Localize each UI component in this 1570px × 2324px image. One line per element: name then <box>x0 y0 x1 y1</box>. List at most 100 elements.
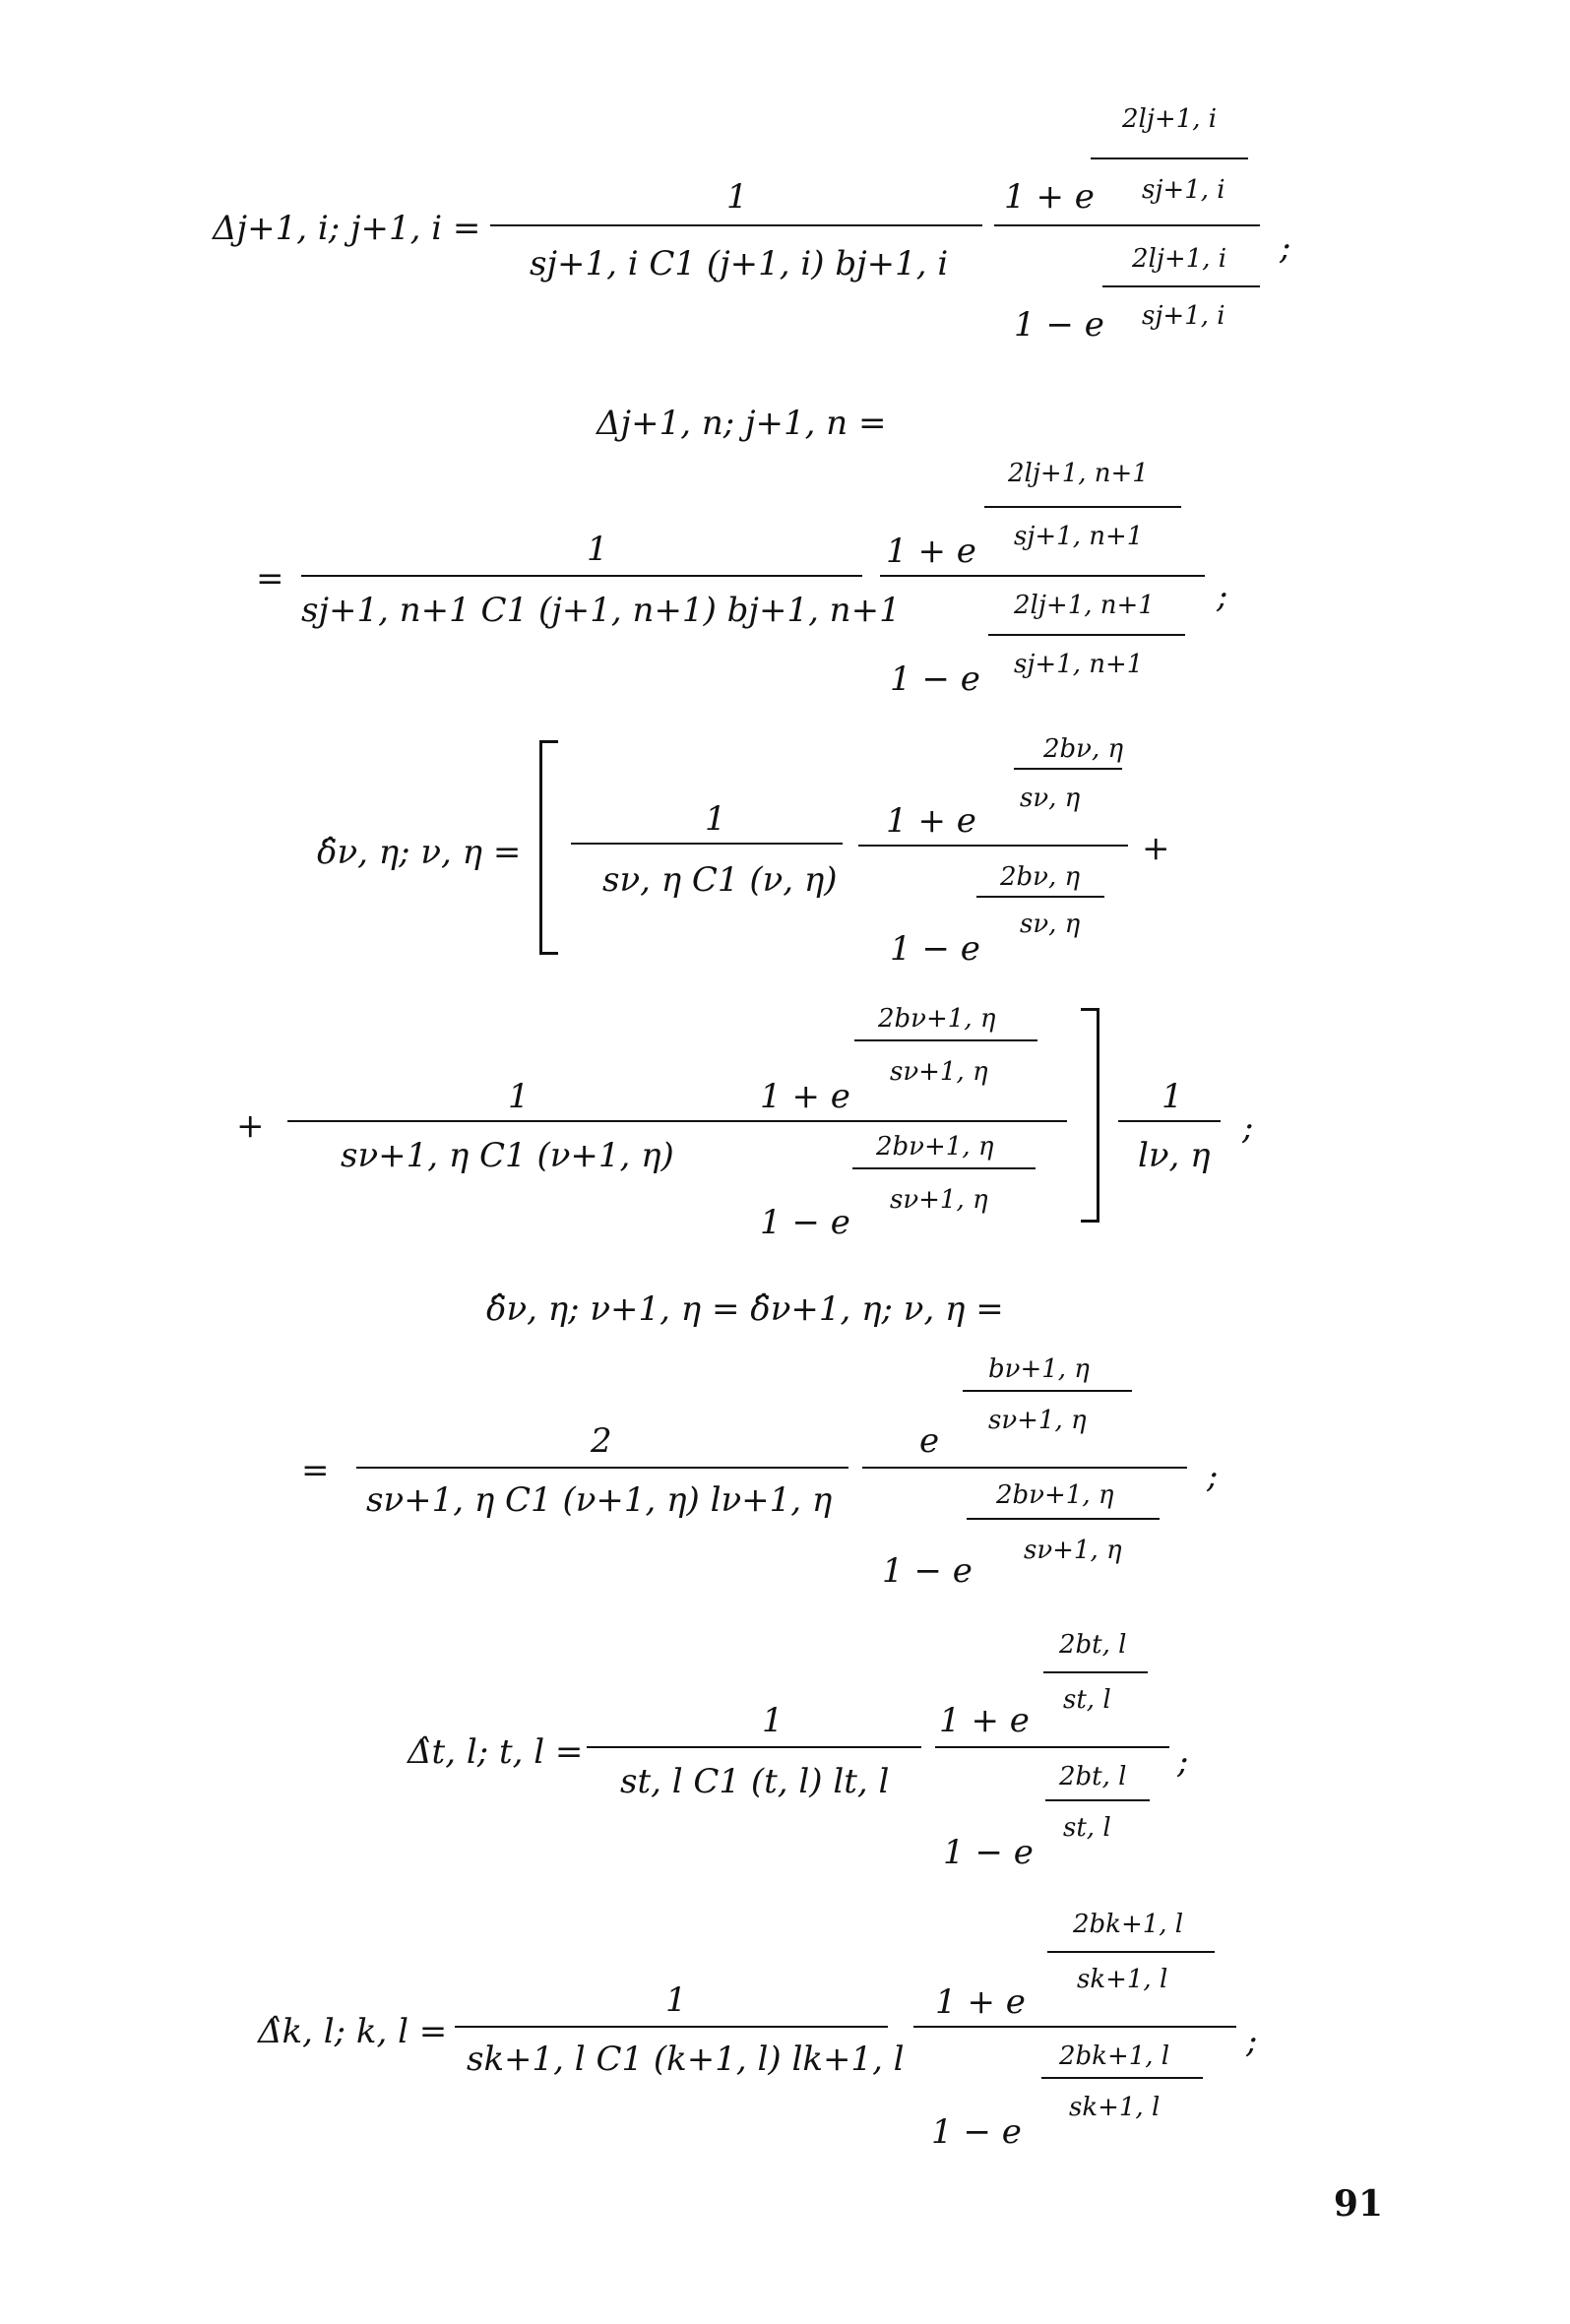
equation-1-exp-num-top: 2lj+1, i <box>1122 104 1218 134</box>
equation-4-exp-num-top: bν+1, η <box>988 1354 1090 1384</box>
equation-3b-ratio-numerator: 1 + e <box>760 1077 850 1116</box>
equation-5-trail: ; <box>1177 1742 1189 1782</box>
equation-3b-exp-num-top: 2bν+1, η <box>878 1004 996 1034</box>
equation-3-ratio-numerator: 1 + e <box>886 801 976 841</box>
equation-6-ratio-numerator: 1 + e <box>935 1982 1026 2022</box>
equation-3b-denominator: sν+1, η C1 (ν+1, η) <box>341 1136 674 1175</box>
equation-5-denominator: st, l C1 (t, l) lt, l <box>620 1762 890 1801</box>
equation-2-prefix: = <box>256 559 284 598</box>
equation-2-exp-den-bottom: sj+1, n+1 <box>1014 650 1144 679</box>
equation-3-trail: + <box>1142 829 1170 868</box>
equation-4-denominator: sν+1, η C1 (ν+1, η) lν+1, η <box>366 1480 833 1520</box>
equation-4-exp-den-bottom: sν+1, η <box>1024 1536 1122 1565</box>
equation-2-numerator: 1 <box>587 530 608 569</box>
equation-4-exp-num-bottom: sν+1, η <box>988 1406 1087 1435</box>
equation-3b-factor-bar <box>1118 1120 1221 1122</box>
equation-6-denominator: sk+1, l C1 (k+1, l) lk+1, l <box>467 2040 905 2079</box>
equation-6-numerator: 1 <box>665 1980 687 2020</box>
equation-5-exp-num-top: 2bt, l <box>1059 1630 1127 1660</box>
equation-2-exp-den-top: 2lj+1, n+1 <box>1014 591 1155 620</box>
equation-3-left-bracket <box>539 740 558 955</box>
equation-1-numerator: 1 <box>726 177 748 217</box>
equation-6-lhs: Δ̂k, l; k, l = <box>258 2012 448 2051</box>
equation-4-numerator: 2 <box>591 1421 612 1461</box>
equation-6-exp-num-bar <box>1047 1951 1215 1953</box>
equation-6-ratio-denominator: 1 − e <box>931 2112 1022 2152</box>
equation-1-trail: ; <box>1280 228 1291 268</box>
page-number: 91 <box>1333 2183 1383 2225</box>
equation-2-exp-num-bottom: sj+1, n+1 <box>1014 522 1144 551</box>
equation-2-fraction-bar <box>301 575 862 577</box>
equation-3b-right-bracket <box>1081 1008 1099 1223</box>
equation-5-lhs: Δ̂t, l; t, l = <box>408 1732 584 1772</box>
equation-1-exp-den-top: 2lj+1, i <box>1132 244 1227 274</box>
equation-4-exp-num-bar <box>963 1390 1132 1392</box>
equation-4-fraction-bar <box>356 1467 848 1469</box>
equation-5-exp-den-bar <box>1045 1799 1150 1801</box>
equation-3b-factor-denominator: lν, η <box>1138 1136 1211 1175</box>
equation-1-ratio-bar <box>994 224 1260 226</box>
equation-2-trail: ; <box>1217 577 1228 616</box>
equation-3-numerator: 1 <box>705 799 726 839</box>
equation-4-ratio-denominator: 1 − e <box>882 1551 973 1591</box>
equation-1-ratio-denominator: 1 − e <box>1014 305 1104 345</box>
equation-3-ratio-denominator: 1 − e <box>890 929 980 969</box>
equation-3-exp-num-bar <box>1014 768 1122 770</box>
equation-3b-exp-den-bar <box>852 1167 1036 1169</box>
equation-1-exp-den-bottom: sj+1, i <box>1142 301 1225 331</box>
equation-5-ratio-denominator: 1 − e <box>943 1833 1034 1872</box>
equation-4-exp-den-bar <box>967 1518 1160 1520</box>
equation-5-exp-den-bottom: st, l <box>1063 1813 1111 1843</box>
equation-3-exp-num-bottom: sν, η <box>1020 784 1081 813</box>
equation-3-denominator: sν, η C1 (ν, η) <box>602 860 838 900</box>
equation-6-trail: ; <box>1246 2022 1258 2061</box>
equation-3b-numerator: 1 <box>508 1077 530 1116</box>
equation-6-exp-num-bottom: sk+1, l <box>1077 1965 1168 1994</box>
equation-3b-exp-num-bar <box>854 1039 1037 1041</box>
equation-2-exp-num-bar <box>984 506 1181 508</box>
equation-1-ratio-numerator: 1 + e <box>1004 177 1095 217</box>
equation-6-exp-den-bar <box>1041 2077 1203 2079</box>
equation-1-fraction-bar <box>490 224 982 226</box>
equation-3-fraction-bar <box>571 843 843 845</box>
equation-4-ratio-numerator: e <box>919 1421 940 1461</box>
equation-5-ratio-numerator: 1 + e <box>939 1701 1030 1740</box>
equation-4-lhs: δ̂ν, η; ν+1, η = δ̂ν+1, η; ν, η = <box>486 1289 1004 1329</box>
equation-6-exp-den-bottom: sk+1, l <box>1069 2093 1161 2122</box>
equation-3-exp-den-bottom: sν, η <box>1020 910 1081 939</box>
equation-4-exp-den-top: 2bν+1, η <box>996 1480 1114 1510</box>
equation-6-exp-den-top: 2bk+1, l <box>1059 2041 1170 2071</box>
equation-3b-fraction-bar <box>287 1120 740 1122</box>
equation-4-ratio-bar <box>862 1467 1187 1469</box>
equation-3-exp-den-bar <box>976 896 1104 898</box>
equation-4-prefix: = <box>301 1451 330 1490</box>
equation-2-exp-den-bar <box>988 634 1185 636</box>
equation-3b-exp-den-top: 2bν+1, η <box>876 1132 994 1162</box>
equation-3-exp-den-top: 2bν, η <box>1000 862 1081 892</box>
equation-2-exp-num-top: 2lj+1, n+1 <box>1008 459 1149 488</box>
equation-1-exp-num-bottom: sj+1, i <box>1142 175 1225 205</box>
equation-3b-ratio-denominator: 1 − e <box>760 1203 850 1242</box>
equation-1-denominator: sj+1, i C1 (j+1, i) bj+1, i <box>530 244 949 283</box>
equation-2-denominator: sj+1, n+1 C1 (j+1, n+1) bj+1, n+1 <box>301 591 901 630</box>
equation-2-ratio-numerator: 1 + e <box>886 532 976 571</box>
equation-5-exp-den-top: 2bt, l <box>1059 1762 1127 1791</box>
equation-3b-ratio-bar <box>738 1120 1067 1122</box>
equation-2-ratio-bar <box>880 575 1205 577</box>
equation-3b-prefix: + <box>236 1106 265 1146</box>
equation-1-exp-num-bar <box>1091 157 1248 159</box>
equation-5-numerator: 1 <box>762 1701 784 1740</box>
equation-2-lhs: Δj+1, n; j+1, n = <box>597 404 887 443</box>
equation-3b-factor-numerator: 1 <box>1162 1077 1183 1116</box>
equation-1-lhs: Δj+1, i; j+1, i = <box>213 209 481 248</box>
equation-3b-exp-den-bottom: sν+1, η <box>890 1185 988 1215</box>
equation-3-ratio-bar <box>858 845 1128 847</box>
equation-3-lhs: δ̂ν, η; ν, η = <box>317 833 522 872</box>
equation-6-ratio-bar <box>913 2026 1236 2028</box>
equation-6-fraction-bar <box>455 2026 888 2028</box>
equation-3b-exp-num-bottom: sν+1, η <box>890 1057 988 1087</box>
equation-5-fraction-bar <box>587 1746 921 1748</box>
equation-4-trail: ; <box>1207 1457 1219 1496</box>
equation-5-exp-num-bottom: st, l <box>1063 1685 1111 1715</box>
